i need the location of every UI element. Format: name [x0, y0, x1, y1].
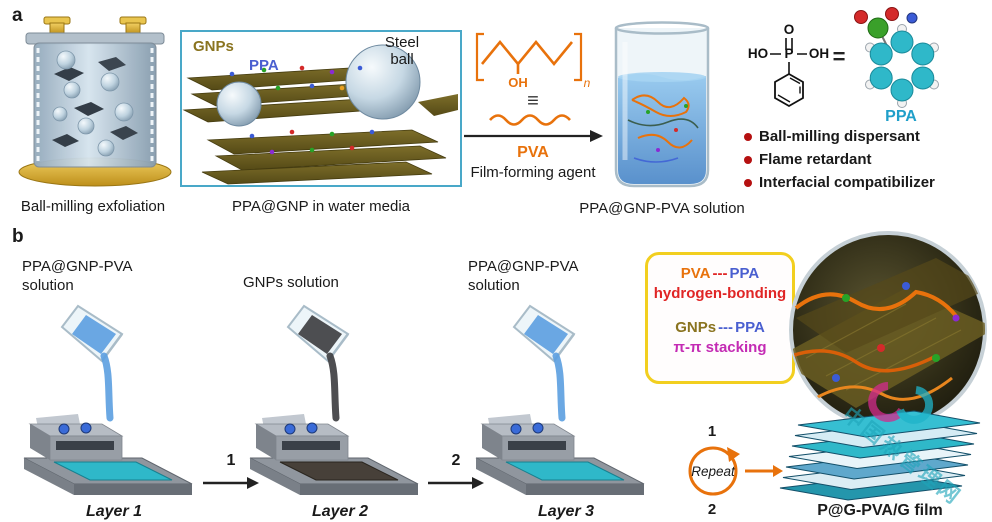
arrow1-number: 1 — [226, 452, 236, 469]
step3-solution-line2: solution — [468, 277, 520, 294]
bond-ppa-1: PPA — [729, 265, 760, 282]
magnified-molecular-view — [789, 231, 987, 429]
film-caption: P@G-PVA/G film — [817, 502, 943, 519]
pva-chain-squiggle — [489, 114, 571, 126]
ball-mill-caption: Ball-milling exfoliation — [20, 198, 166, 215]
equivalence-symbol: ≡ — [527, 90, 539, 112]
bond-dash-2: --- — [718, 318, 734, 336]
pva-oh-label: OH — [508, 75, 528, 90]
step-arrow-2-icon — [428, 477, 484, 489]
ball-mill-illustration — [18, 16, 172, 187]
repeat-arrow-icon — [745, 465, 783, 477]
exfoliation-box-caption: PPA@GNP in water media — [231, 198, 411, 215]
repeat-label: Repeat — [691, 463, 735, 479]
pva-name: PVA — [517, 144, 549, 161]
step1-solution-line1: PPA@GNP-PVA — [22, 258, 133, 275]
panel-b-label: b — [12, 226, 24, 247]
step3-solution-line1: PPA@GNP-PVA — [468, 258, 579, 275]
panel-a-label: a — [12, 5, 23, 26]
bond-line-gnps-ppa: GNPs---PPA — [648, 318, 792, 338]
solution-beaker-caption: PPA@GNP-PVA solution — [579, 200, 745, 217]
gnp-sheets-illustration — [182, 44, 458, 185]
repeat-cycle-icon — [688, 446, 740, 496]
layer2-caption: Layer 2 — [311, 503, 369, 520]
solution-beaker-illustration — [614, 21, 710, 188]
pi-pi-stacking-label: π-π stacking — [673, 338, 767, 356]
pva-n-subscript: n — [584, 76, 591, 90]
film-applicator-3 — [475, 414, 645, 495]
bond-line-pva-ppa: PVA---PPA — [648, 264, 792, 284]
film-applicator-2 — [249, 414, 419, 495]
ppa-molecular-model — [854, 7, 939, 108]
bond-dash-1: --- — [712, 265, 728, 282]
bonding-legend: PVA---PPA hydrogen-bonding GNPs---PPA π-… — [645, 252, 795, 384]
pva-structure: OH n — [475, 32, 591, 90]
ppa-bullet-2: Flame retardant — [744, 151, 990, 169]
bond-pva: PVA — [680, 265, 711, 282]
layer1-caption: Layer 1 — [85, 503, 143, 520]
step2-solution-line1: GNPs solution — [243, 274, 339, 291]
ppa-bullet-2-text: Flame retardant — [759, 151, 872, 168]
bullet-dot-icon — [744, 156, 752, 164]
step1-solution-line2: solution — [22, 277, 74, 294]
pva-role-caption: Film-forming agent — [470, 164, 596, 181]
hydrogen-bonding-label: hydrogen-bonding — [653, 285, 787, 303]
bond-ppa-2: PPA — [735, 318, 765, 336]
layer3-caption: Layer 3 — [537, 503, 595, 520]
equals-symbol: = — [832, 44, 846, 69]
ppa-ho-label: HO — [748, 46, 768, 61]
film-applicator-1 — [23, 414, 193, 495]
pouring-beaker-3 — [512, 304, 576, 422]
ppa-o-label: O — [784, 22, 795, 37]
pouring-beaker-1 — [60, 304, 124, 422]
ppa-oh-label: OH — [809, 46, 829, 61]
steel-ball-label-line2: ball — [390, 51, 414, 68]
watermark-logo-icon — [868, 382, 934, 424]
bullet-dot-icon — [744, 179, 752, 187]
step-arrow-1-icon — [203, 477, 259, 489]
pouring-beaker-2 — [286, 304, 350, 422]
ppa-p-label: P — [784, 46, 793, 61]
steel-ball-label-line1: Steel — [384, 34, 420, 51]
ppa-bullet-1-text: Ball-milling dispersant — [759, 128, 920, 145]
bullet-dot-icon — [744, 133, 752, 141]
layered-film-illustration — [779, 410, 981, 501]
repeat-step-1: 1 — [707, 423, 717, 440]
arrow-right-icon — [464, 130, 603, 142]
ppa-skeletal-structure: O HO P OH — [748, 22, 829, 108]
ppa-bullet-3: Interfacial compatibilizer — [744, 174, 990, 192]
repeat-step-2: 2 — [707, 501, 717, 518]
ppa-name: PPA — [885, 108, 917, 125]
gnps-label: GNPs — [193, 38, 234, 55]
ppa-label: PPA — [249, 57, 279, 74]
ppa-bullet-3-text: Interfacial compatibilizer — [759, 174, 935, 191]
bond-gnps: GNPs — [675, 318, 717, 336]
arrow2-number: 2 — [451, 452, 461, 469]
ppa-bullet-1: Ball-milling dispersant — [744, 128, 990, 146]
